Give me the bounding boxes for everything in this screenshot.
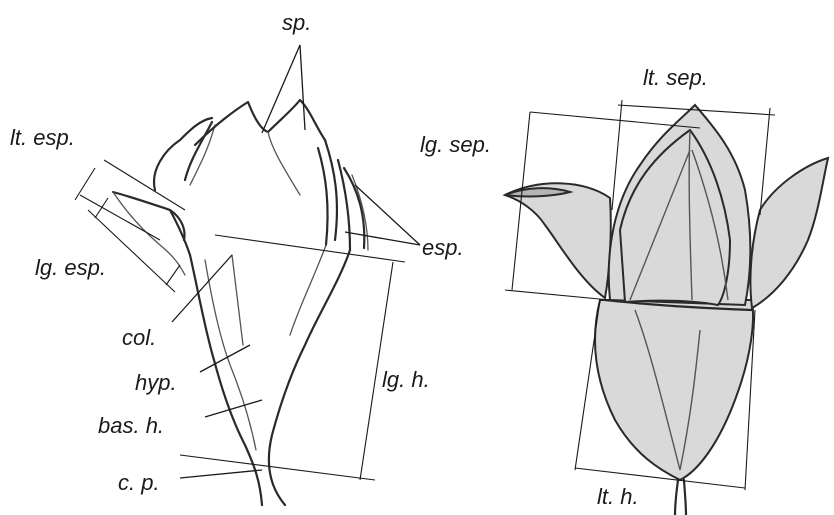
label-lt-esp: lt. esp. [10,125,75,150]
label-col: col. [122,325,156,350]
label-esp: esp. [422,235,464,260]
right-flower-drawing [505,105,828,515]
label-sp: sp. [282,10,311,35]
label-hyp: hyp. [135,370,177,395]
label-lg-esp: lg. esp. [35,255,106,280]
label-lt-h: lt. h. [597,484,639,509]
left-flower-drawing [113,100,368,505]
label-lg-sep: lg. sep. [420,132,491,157]
left-leader-lines [172,45,420,478]
label-lg-h: lg. h. [382,367,430,392]
label-lt-sep: lt. sep. [643,65,708,90]
label-c-p: c. p. [118,470,160,495]
label-bas-h: bas. h. [98,413,164,438]
